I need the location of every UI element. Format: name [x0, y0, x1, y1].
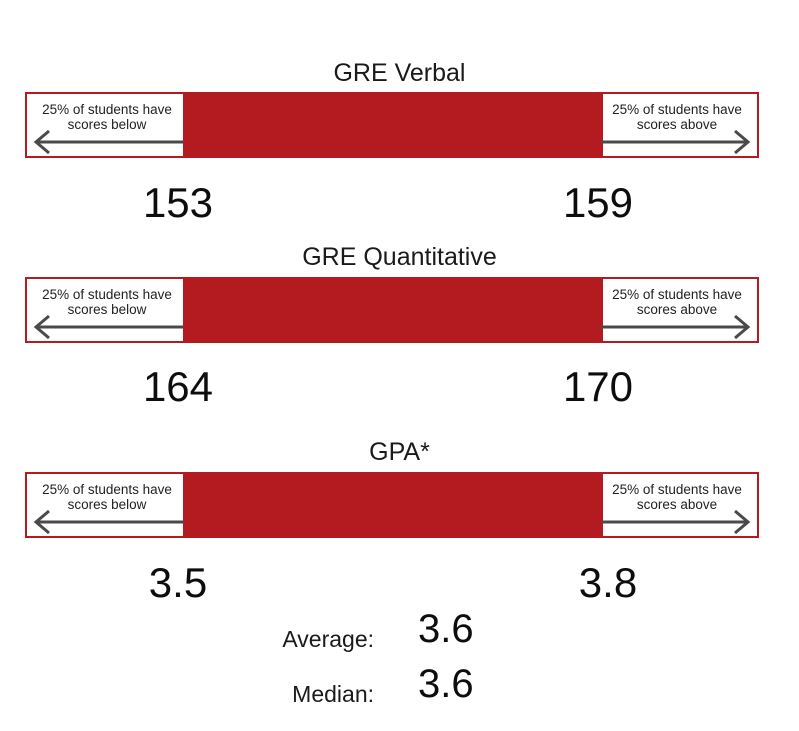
- arrow-left-icon: [33, 129, 183, 155]
- below-label: 25% of students have scores below: [42, 287, 172, 317]
- above-label: 25% of students have scores above: [612, 482, 742, 512]
- arrow-right-icon: [601, 314, 751, 340]
- range-low-value: 3.5: [148, 559, 208, 606]
- arrow-left-icon: [33, 509, 183, 535]
- chart-title: GRE Quantitative: [302, 243, 497, 271]
- range-low-value: 164: [142, 363, 214, 410]
- middle-range-bar: [183, 92, 603, 158]
- median-value: 3.6: [418, 662, 474, 706]
- middle-range-bar: [183, 277, 603, 343]
- range-box: 25% of students have scores below 25% of…: [25, 92, 759, 158]
- range-box: 25% of students have scores below 25% of…: [25, 472, 759, 538]
- arrow-right-icon: [601, 129, 751, 155]
- average-value: 3.6: [418, 607, 474, 651]
- above-label: 25% of students have scores above: [612, 102, 742, 132]
- arrow-right-icon: [601, 509, 751, 535]
- median-label: Median:: [292, 681, 374, 707]
- average-label: Average:: [282, 626, 374, 652]
- chart-title: GRE Verbal: [333, 59, 466, 87]
- below-label: 25% of students have scores below: [42, 102, 172, 132]
- range-high-value: 159: [562, 179, 634, 226]
- middle-range-bar: [183, 472, 603, 538]
- range-low-value: 153: [142, 179, 214, 226]
- range-box: 25% of students have scores below 25% of…: [25, 277, 759, 343]
- range-high-value: 3.8: [578, 559, 638, 606]
- arrow-left-icon: [33, 314, 183, 340]
- above-label: 25% of students have scores above: [612, 287, 742, 317]
- range-high-value: 170: [562, 363, 634, 410]
- below-label: 25% of students have scores below: [42, 482, 172, 512]
- chart-title: GPA*: [369, 438, 430, 466]
